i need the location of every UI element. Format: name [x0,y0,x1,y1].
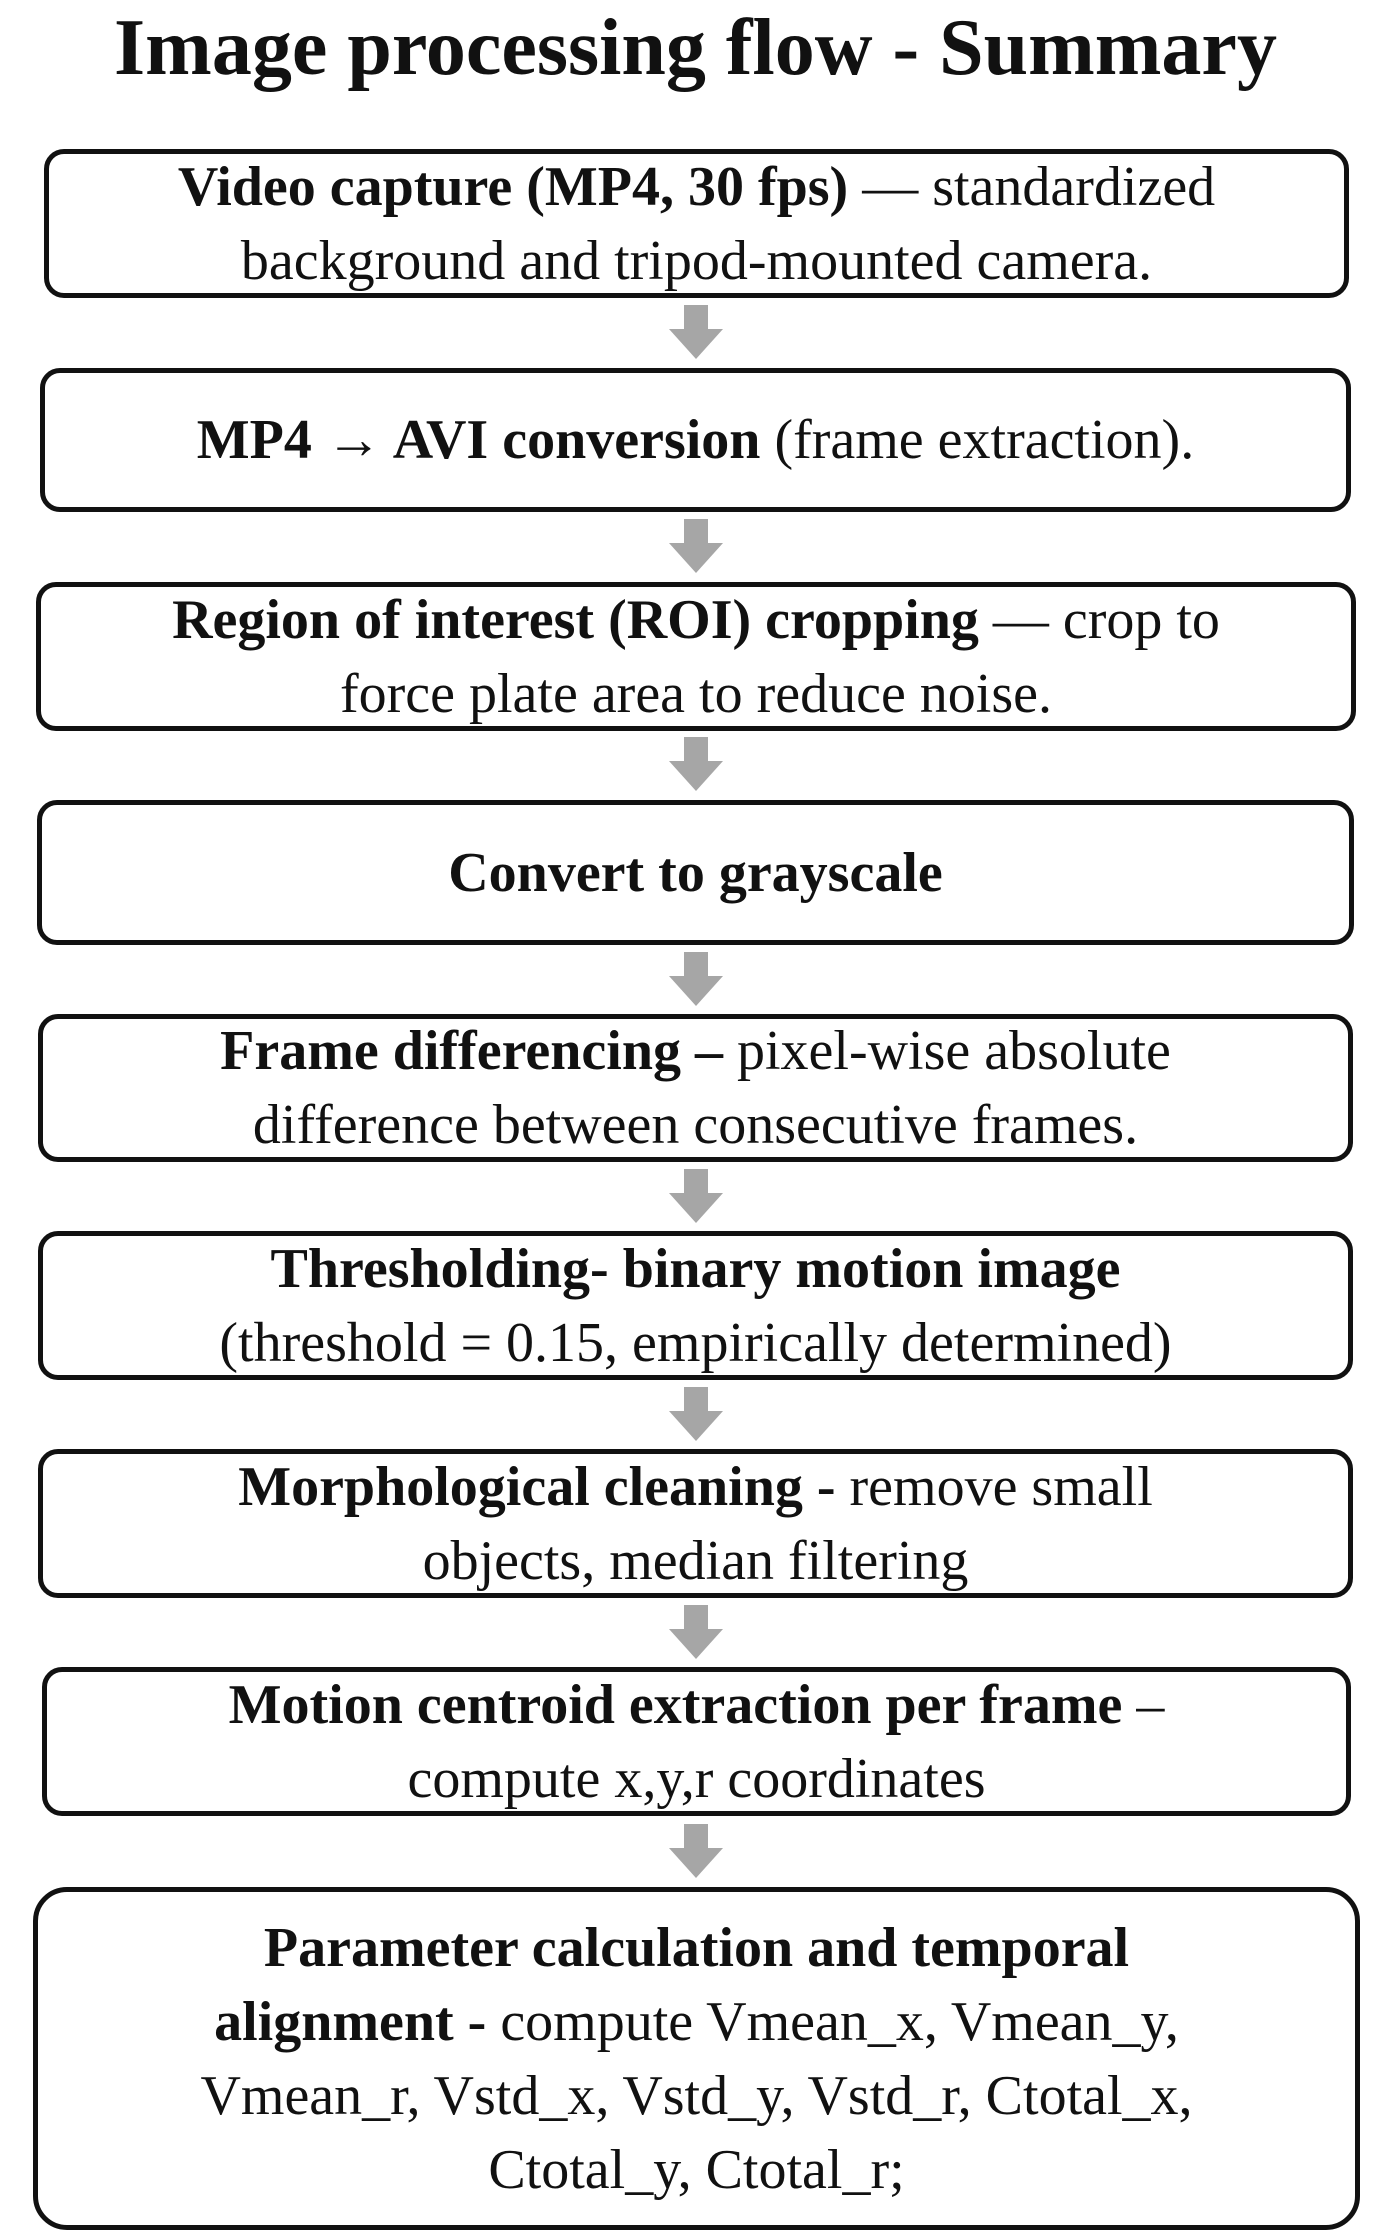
step-line: Parameter calculation and temporal [263,1916,1130,1979]
down-arrow-icon [669,1824,723,1878]
diagram-title: Image processing flow - Summary [114,4,1277,92]
step-line: Frame differencing – pixel-wise absolute [220,1020,1171,1082]
step-line: MP4 → AVI conversion (frame extraction). [196,409,1195,471]
step-frame-differencing: Frame differencing – pixel-wise absolute… [38,1014,1353,1162]
step-line: Convert to grayscale [448,841,943,904]
down-arrow-icon [669,737,723,791]
step-line: Thresholding- binary motion image [270,1237,1121,1300]
step-motion-centroid: Motion centroid extraction per frame – c… [42,1667,1351,1816]
step-mp4-avi-conversion: MP4 → AVI conversion (frame extraction). [40,368,1351,512]
step-line: Motion centroid extraction per frame – [228,1673,1165,1736]
step-line: alignment - compute Vmean_x, Vmean_y, [214,1990,1179,2053]
step-line: objects, median filtering [422,1529,969,1592]
step-roi-cropping: Region of interest (ROI) cropping — crop… [36,582,1356,731]
down-arrow-icon [669,952,723,1006]
step-line: (threshold = 0.15, empirically determine… [219,1311,1172,1374]
step-thresholding: Thresholding- binary motion image (thres… [38,1231,1353,1380]
step-line: Video capture (MP4, 30 fps) — standardiz… [177,155,1216,218]
down-arrow-icon [669,305,723,359]
step-line: Ctotal_y, Ctotal_r; [488,2138,905,2201]
step-line: compute x,y,r coordinates [407,1747,986,1810]
step-line: Region of interest (ROI) cropping — crop… [172,588,1220,651]
step-convert-grayscale: Convert to grayscale [37,800,1354,945]
down-arrow-icon [669,1169,723,1223]
step-morphological-cleaning: Morphological cleaning - remove small ob… [38,1449,1353,1598]
step-line: difference between consecutive frames. [252,1094,1139,1156]
step-line: force plate area to reduce noise. [339,662,1053,725]
step-line: Morphological cleaning - remove small [238,1455,1153,1518]
down-arrow-icon [669,519,723,573]
down-arrow-icon [669,1605,723,1659]
step-parameter-calculation: Parameter calculation and temporal align… [33,1887,1360,2230]
step-video-capture: Video capture (MP4, 30 fps) — standardiz… [44,149,1349,298]
step-line: Vmean_r, Vstd_x, Vstd_y, Vstd_r, Ctotal_… [200,2064,1193,2127]
step-line: background and tripod-mounted camera. [240,229,1153,292]
down-arrow-icon [669,1387,723,1441]
